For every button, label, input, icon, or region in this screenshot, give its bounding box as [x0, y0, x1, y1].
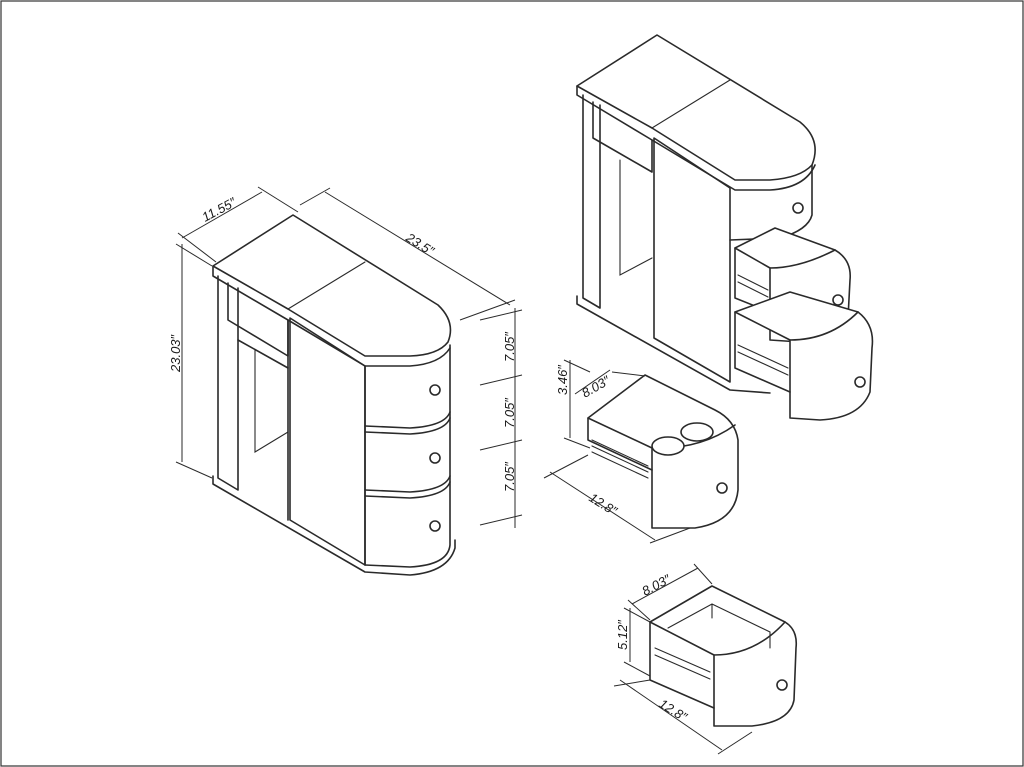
- open-cabinet-top: [576, 34, 816, 181]
- cabinet-top-surface: [212, 214, 452, 357]
- top-front-edge: [212, 265, 451, 367]
- dim-label-box-depth: 8.03″: [639, 571, 673, 598]
- drawer-divider-2: [364, 475, 451, 493]
- dim-label-tray-depth: 8.03″: [579, 372, 613, 400]
- tray-knob: [716, 482, 728, 494]
- dim-label-drawer-bottom: 7.05″: [502, 462, 517, 492]
- open-drawer-bottom-side: [734, 311, 791, 393]
- tray-slide-rail: [591, 439, 649, 479]
- drawer-knob-3: [429, 520, 441, 532]
- drawer-divider-2b: [364, 481, 451, 499]
- open-knob-middle: [832, 294, 844, 306]
- dim-label-width: 23.5″: [403, 229, 437, 258]
- dim-drawers: 7.05″ 7.05″ 7.05″: [479, 308, 523, 528]
- cabinet-base: [212, 475, 456, 576]
- drawer-divider-1: [364, 411, 451, 429]
- box-drawer-body: [649, 585, 798, 727]
- dim-label-depth: 11.55″: [199, 194, 238, 224]
- door-panel: [289, 317, 366, 566]
- box-drawer-knob: [776, 679, 788, 691]
- drawer-divider-1b: [364, 417, 451, 435]
- open-left-panel: [582, 94, 601, 309]
- open-knob-bottom: [854, 376, 866, 388]
- open-drawer-middle-rim: [769, 249, 836, 269]
- box-drawer-front-rim: [713, 621, 786, 656]
- open-top-split: [651, 79, 731, 129]
- box-drawer: [649, 585, 798, 727]
- opening-back-wall: [254, 349, 289, 453]
- open-small-drawer: [592, 101, 653, 173]
- open-drawer-bottom-rail: [737, 344, 789, 376]
- dim-label-tray-height: 3.46″: [555, 365, 570, 395]
- open-drawer-middle-rail: [737, 274, 769, 298]
- drawer-knob-2: [429, 452, 441, 464]
- dim-label-box-width: 12.8″: [656, 696, 690, 725]
- dim-label-box-height: 5.12″: [615, 620, 630, 650]
- drawer-stack-right: [364, 344, 451, 568]
- tray-side: [587, 417, 653, 471]
- box-drawer-rail: [654, 647, 711, 680]
- dim-label-drawer-middle: 7.05″: [502, 398, 517, 428]
- tray-drawer: [587, 374, 739, 529]
- open-door-panel: [653, 137, 731, 383]
- top-split-line: [287, 261, 366, 310]
- open-drawer-bottom-rim: [789, 311, 859, 341]
- open-top-front-edge: [576, 85, 816, 191]
- cup-holder-left: [651, 436, 685, 456]
- open-back-wall: [619, 159, 653, 276]
- dim-tray: 8.03″ 3.46″ 12.8″: [543, 359, 691, 544]
- opening-top-edge: [237, 339, 289, 369]
- cup-holder-right: [680, 422, 714, 442]
- left-side-panel: [217, 275, 239, 491]
- box-drawer-inner: [667, 603, 771, 649]
- open-base: [576, 295, 771, 394]
- dim-height: 23.03″: [168, 243, 213, 479]
- cabinet-open-view: [576, 34, 874, 421]
- dim-label-drawer-top: 7.05″: [502, 332, 517, 362]
- dim-label-height: 23.03″: [168, 334, 183, 373]
- open-drawer-bottom: [734, 291, 874, 421]
- open-knob-top: [792, 202, 804, 214]
- cabinet-front-view: [212, 214, 456, 576]
- drawer-knob-1: [429, 384, 441, 396]
